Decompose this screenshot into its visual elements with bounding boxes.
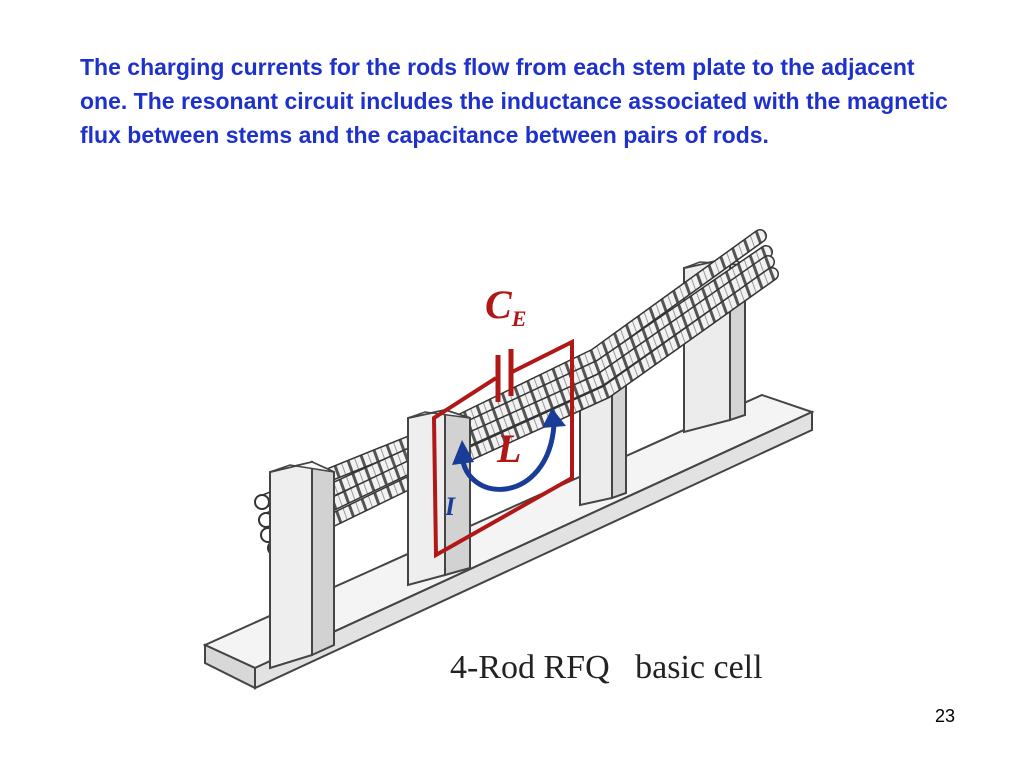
base-plate	[202, 393, 815, 690]
capacitor-symbol	[495, 349, 514, 402]
rod-bundle	[254, 229, 779, 556]
current-arc	[459, 424, 557, 492]
page-number: 23	[935, 706, 956, 726]
arrow-left-head	[452, 440, 474, 465]
stem-front-middle	[407, 408, 471, 587]
figure-caption: 4-Rod RFQ basic cell	[450, 649, 763, 686]
circuit-loop	[431, 338, 574, 559]
label-capacitance-subscript: E	[511, 306, 527, 331]
label-capacitance-letter: C	[485, 282, 513, 327]
arrow-right-head	[542, 408, 566, 428]
label-capacitance: CE	[485, 282, 526, 331]
label-current: I	[444, 492, 456, 521]
label-inductance: L	[496, 426, 521, 471]
slide-body-text: The charging currents for the rods flow …	[80, 54, 948, 148]
current-arrows	[452, 408, 566, 492]
stem-front-left	[269, 460, 335, 670]
